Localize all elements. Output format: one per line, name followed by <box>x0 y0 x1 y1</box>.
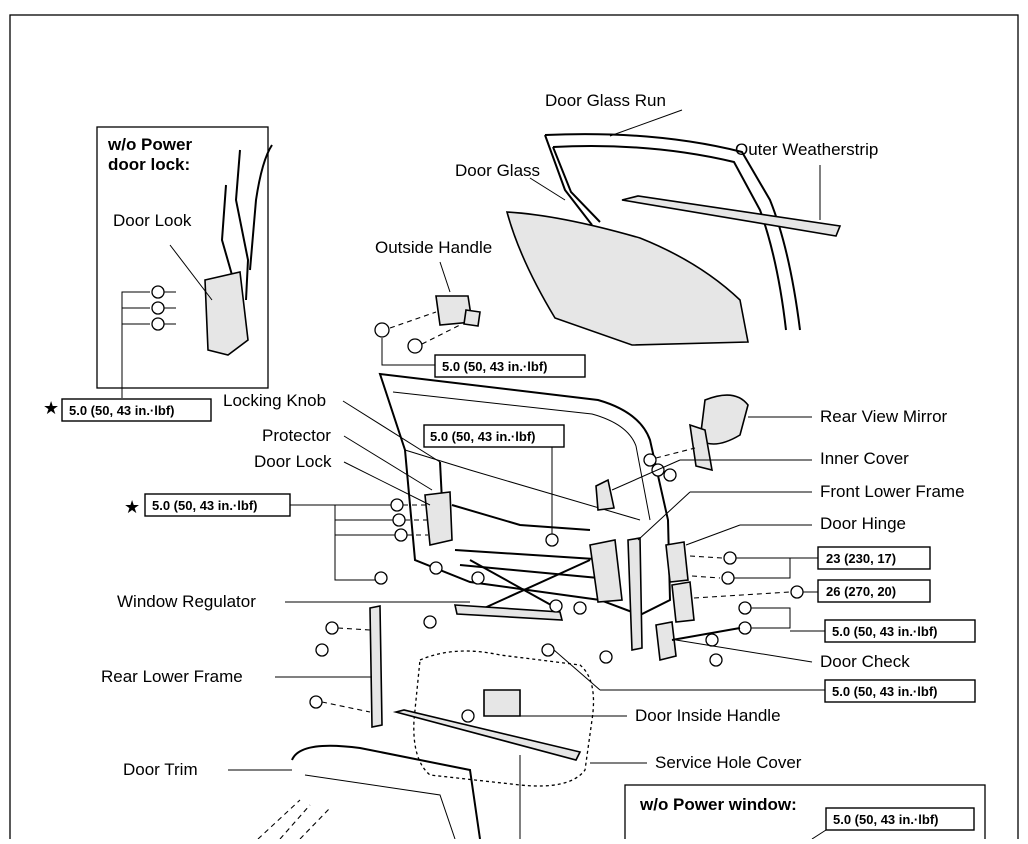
torque-outside-handle: 5.0 (50, 43 in.·lbf) <box>442 359 547 374</box>
label-door-inside-handle: Door Inside Handle <box>635 706 781 725</box>
label-inner-cover: Inner Cover <box>820 449 909 468</box>
rear-lower-frame-part <box>369 605 383 728</box>
inset-door-look-label: Door Look <box>113 211 192 230</box>
door-hinge-part <box>665 541 695 623</box>
label-window-regulator: Window Regulator <box>117 592 256 611</box>
label-rear-lower-frame: Rear Lower Frame <box>101 667 243 686</box>
label-door-glass: Door Glass <box>455 161 540 180</box>
inset-window-torque: 5.0 (50, 43 in.·lbf) <box>833 812 938 827</box>
label-door-glass-run: Door Glass Run <box>545 91 666 110</box>
star-door-lock: ★ <box>124 497 140 517</box>
diagram-frame <box>9 14 1019 844</box>
label-rear-view-mirror: Rear View Mirror <box>820 407 948 426</box>
label-service-hole-cover: Service Hole Cover <box>655 753 802 772</box>
door-check-part <box>655 621 677 661</box>
label-front-lower-frame: Front Lower Frame <box>820 482 965 501</box>
torque-hinge-door: 23 (230, 17) <box>826 551 896 566</box>
inset-window-title: w/o Power window: <box>639 795 797 814</box>
inset-lock-body <box>204 271 249 356</box>
inset-title-line1: w/o Power <box>107 135 192 154</box>
inset-no-power-window: w/o Power window: 5.0 (50, 43 in.·lbf) <box>624 784 986 844</box>
star-inset-lock: ★ <box>43 398 59 418</box>
door-inside-handle-part <box>483 689 521 717</box>
torque-inset-lock: 5.0 (50, 43 in.·lbf) <box>69 403 174 418</box>
door-glass-part <box>505 211 749 346</box>
torque-door-check-body: 5.0 (50, 43 in.·lbf) <box>832 624 937 639</box>
torque-door-check-door: 5.0 (50, 43 in.·lbf) <box>832 684 937 699</box>
outside-handle-part <box>435 295 481 327</box>
front-lower-frame-part <box>627 537 643 651</box>
label-door-hinge: Door Hinge <box>820 514 906 533</box>
torque-door-lock: 5.0 (50, 43 in.·lbf) <box>152 498 257 513</box>
label-locking-knob: Locking Knob <box>223 391 326 410</box>
door-trim-part <box>291 744 481 840</box>
inset-title-line2: door lock: <box>108 155 190 174</box>
inset-no-power-door-lock: w/o Power door lock: Door Look <box>96 126 273 398</box>
door-glass-run-part <box>544 133 801 331</box>
label-door-check: Door Check <box>820 652 910 671</box>
label-door-lock: Door Lock <box>254 452 332 471</box>
rear-view-mirror-part <box>689 394 749 472</box>
service-hole-cover-part <box>413 650 595 787</box>
label-protector: Protector <box>262 426 331 445</box>
label-outer-weatherstrip: Outer Weatherstrip <box>735 140 878 159</box>
torque-center: 5.0 (50, 43 in.·lbf) <box>430 429 535 444</box>
door-frame-part <box>378 372 672 617</box>
torque-hinge-body: 26 (270, 20) <box>826 584 896 599</box>
inner-cover-part <box>595 478 615 511</box>
label-outside-handle: Outside Handle <box>375 238 492 257</box>
window-regulator-part <box>453 539 623 621</box>
inset-lock-screws <box>151 285 176 331</box>
label-door-trim: Door Trim <box>123 760 198 779</box>
outer-weatherstrip-part <box>621 195 842 237</box>
door-lock-part <box>424 461 591 546</box>
